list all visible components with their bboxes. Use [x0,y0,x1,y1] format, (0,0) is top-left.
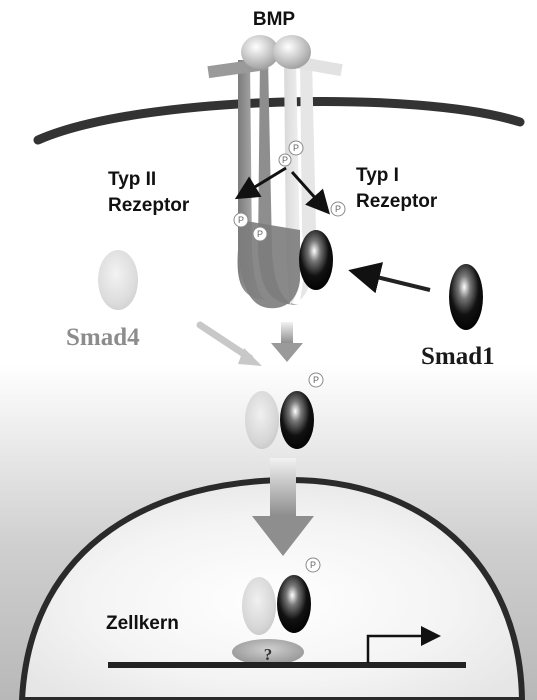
phosphate-label: P [293,143,299,153]
nuclear-smad4 [242,577,276,635]
smad4-label: Smad4 [66,324,140,351]
phosphate-label: P [282,155,288,165]
type1-receptor-label-line2: Rezeptor [356,191,438,212]
phosphate-label: P [335,204,341,214]
phosphate-label: P [257,229,263,239]
bmp-label: BMP [253,9,296,30]
type2-receptor-label-line2: Rezeptor [108,195,190,216]
type1-receptor-label-line1: Typ I [356,165,399,186]
smad1-free [449,264,483,330]
type2-receptor-label-line1: Typ II [108,169,156,190]
smad1-bound-to-receptor [299,230,333,290]
nuclear-import-arrow-shaft [270,458,296,518]
phosphate-label: P [310,560,316,570]
phosphate-circle-receptor-1: P [289,141,303,155]
phosphate-label: P [313,375,319,385]
smad1-label: Smad1 [421,343,495,370]
phosphate-label: P [238,215,244,225]
bmp-ligand-right [273,35,311,69]
complex-smad1 [280,391,314,449]
smad4-free [98,250,138,310]
phosphate-circle-receptor-5: P [331,202,345,216]
phosphate-circle-receptor-4: P [253,227,267,241]
nuclear-smad1 [277,575,311,633]
nucleus-label: Zellkern [106,613,179,634]
unknown-factor-label: ? [264,645,273,664]
phosphate-circle-receptor-2: P [279,154,291,166]
complex-smad4 [245,391,279,449]
complex-formation-arrow-shaft [281,322,293,344]
phosphate-circle-receptor-3: P [234,213,248,227]
